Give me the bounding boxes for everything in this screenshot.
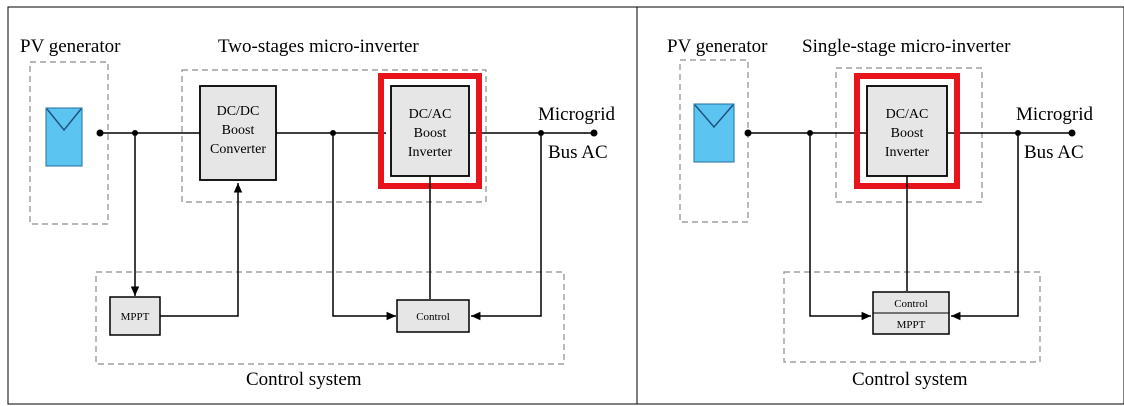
right-microgrid-label: Microgrid bbox=[1016, 104, 1094, 125]
right-title: Single-stage micro-inverter bbox=[802, 36, 1011, 57]
left-dcdc-converter-box bbox=[199, 85, 277, 181]
left-control-system-label: Control system bbox=[246, 369, 362, 390]
left-microgrid-terminal bbox=[590, 129, 598, 137]
left-title: Two-stages micro-inverter bbox=[218, 36, 419, 57]
left-ac-to-control-arrow bbox=[471, 136, 542, 321]
right-pv-generator-label: PV generator bbox=[667, 36, 768, 57]
right-dcac-line2: Boost bbox=[891, 126, 924, 141]
right-pv-panel-icon bbox=[693, 103, 735, 163]
right-dcac-line1: DC/AC bbox=[886, 107, 929, 122]
left-dc-to-control-arrow bbox=[332, 136, 396, 321]
right-dcac-line3: Inverter bbox=[885, 145, 930, 160]
left-panel: PV generator Two-stages micro-inverter D… bbox=[20, 36, 616, 390]
left-dcac-line2: Boost bbox=[414, 126, 447, 141]
left-dcdc-line3: Converter bbox=[210, 142, 266, 157]
left-control-box bbox=[396, 299, 470, 333]
left-mppt-box bbox=[109, 296, 161, 336]
right-microgrid-terminal bbox=[1068, 129, 1076, 137]
right-bus-ac-label: Bus AC bbox=[1024, 142, 1084, 163]
left-control-system-dashed-box bbox=[95, 271, 565, 365]
left-mppt-label: MPPT bbox=[121, 311, 150, 323]
left-pv-generator-label: PV generator bbox=[20, 36, 121, 57]
left-control-label: Control bbox=[416, 311, 450, 323]
right-ac-to-control-arrow bbox=[951, 136, 1019, 321]
left-dcac-inverter-box bbox=[390, 85, 470, 177]
right-dc-to-control-arrow bbox=[809, 136, 871, 321]
right-junction-2 bbox=[1015, 130, 1021, 136]
right-dcac-inverter-box bbox=[866, 85, 948, 177]
right-control-system-label: Control system bbox=[852, 369, 968, 390]
left-dcdc-line1: DC/DC bbox=[217, 104, 260, 119]
right-pv-dashed-box bbox=[679, 59, 749, 223]
left-mppt-to-dcdc-arrow bbox=[160, 183, 243, 317]
left-inverter-dashed-box bbox=[181, 69, 487, 203]
left-junction-2 bbox=[330, 130, 336, 136]
right-mppt-label: MPPT bbox=[897, 319, 926, 331]
right-inverter-dashed-box bbox=[835, 67, 983, 203]
right-control-system-dashed-box bbox=[783, 271, 1041, 363]
right-panel: PV generator Single-stage micro-inverter… bbox=[667, 36, 1094, 390]
right-control-label: Control bbox=[894, 298, 928, 310]
left-pv-panel-icon bbox=[45, 107, 83, 167]
left-junction-1 bbox=[132, 130, 138, 136]
left-microgrid-label: Microgrid bbox=[538, 104, 616, 125]
left-dcdc-line2: Boost bbox=[222, 123, 255, 138]
outer-frame bbox=[7, 6, 1124, 405]
right-pv-terminal bbox=[744, 129, 752, 137]
left-junction-3 bbox=[538, 130, 544, 136]
left-dcac-line1: DC/AC bbox=[409, 107, 452, 122]
left-dcac-line3: Inverter bbox=[408, 145, 453, 160]
right-junction-1 bbox=[807, 130, 813, 136]
left-pv-terminal bbox=[96, 129, 104, 137]
left-bus-ac-label: Bus AC bbox=[548, 142, 608, 163]
